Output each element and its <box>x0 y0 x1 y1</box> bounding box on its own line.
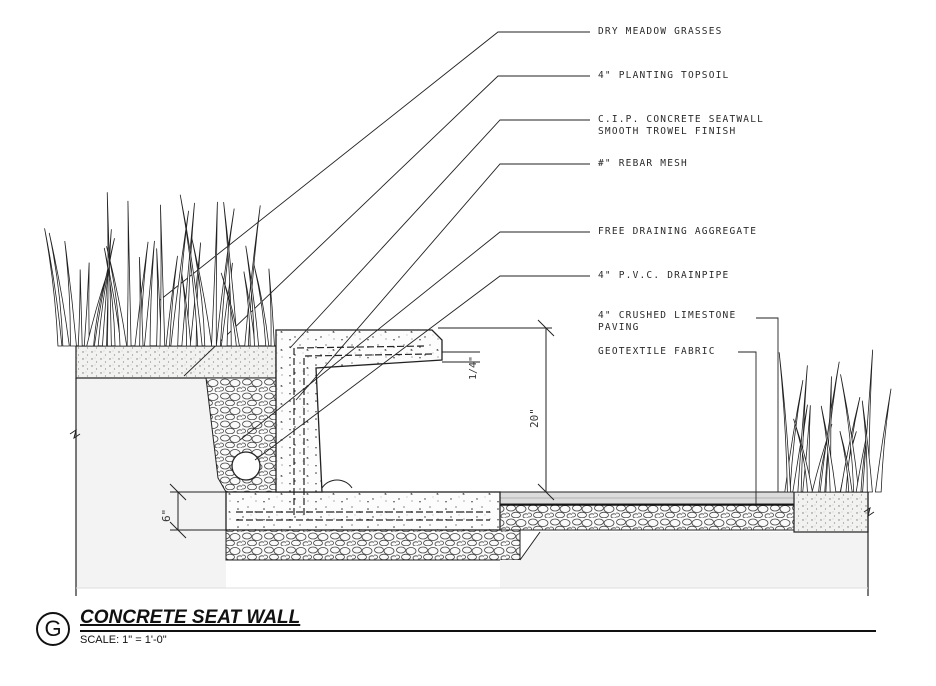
callout-seatwall-line1: C.I.P. CONCRETE SEATWALL <box>598 114 765 125</box>
concrete-seatwall <box>275 329 443 493</box>
grass-blade <box>268 268 275 347</box>
grass-blade <box>215 208 235 347</box>
title-underline <box>80 630 876 632</box>
grass-blade <box>83 262 90 347</box>
grass-blade <box>839 431 853 493</box>
callout-topsoil: 4" PLANTING TOPSOIL <box>598 70 730 81</box>
grass-blade <box>48 232 70 347</box>
grass-blade <box>106 246 128 347</box>
grass-blade <box>77 269 83 347</box>
grass-blade <box>126 200 132 347</box>
callout-rebar: #" REBAR MESH <box>598 158 688 169</box>
callout-geotextile: GEOTEXTILE FABRIC <box>598 346 716 357</box>
callout-seatwall-line2: SMOOTH TROWEL FINISH <box>598 126 737 137</box>
grass-left <box>44 192 275 347</box>
grass-blade <box>861 400 873 493</box>
grass-blade <box>159 204 166 347</box>
callout-drainpipe: 4" P.V.C. DRAINPIPE <box>598 270 730 281</box>
callout-aggregate: FREE DRAINING AGGREGATE <box>598 226 758 237</box>
grass-blade <box>191 238 213 347</box>
scale-note: SCALE: 1" = 1'-0" <box>80 634 167 646</box>
grass-blade <box>245 245 260 347</box>
grass-blade <box>106 192 112 347</box>
paving-base <box>499 503 795 531</box>
leader-lines <box>159 31 779 505</box>
callout-grasses: DRY MEADOW GRASSES <box>598 26 723 37</box>
dimension-lines <box>169 319 555 539</box>
right-topsoil <box>793 491 869 533</box>
drainpipe <box>231 451 261 481</box>
left-topsoil <box>75 345 277 379</box>
grass-blade <box>874 388 892 493</box>
grass-blade <box>181 273 192 347</box>
grass-blade <box>64 241 77 347</box>
grass-blade <box>44 228 63 347</box>
dimension-height: 20" <box>528 408 541 428</box>
grass-blade <box>793 418 813 493</box>
rebar-mesh <box>236 345 490 521</box>
grass-blade <box>165 255 178 347</box>
detail-title: CONCRETE SEAT WALL <box>80 607 301 628</box>
grass-blade <box>138 256 144 347</box>
grass-blade <box>797 365 808 493</box>
grass-blade <box>243 271 256 347</box>
detail-marker: G <box>36 612 70 646</box>
grass-blade <box>103 247 122 347</box>
grass-blade <box>220 272 240 347</box>
right-subgrade <box>500 532 868 588</box>
grass-blade <box>170 210 189 347</box>
title-block: G CONCRETE SEAT WALL SCALE: 1" = 1'-0" <box>36 606 876 656</box>
concrete-footing <box>225 491 501 531</box>
grass-blade <box>778 352 792 493</box>
grass-blade <box>211 201 218 347</box>
left-subgrade <box>76 378 226 588</box>
grass-blade <box>179 194 203 347</box>
grass-blade <box>253 264 270 347</box>
grass-blade <box>93 238 115 347</box>
grass-blade <box>820 405 837 493</box>
callout-limestone-line1: 4" CRUSHED LIMESTONE <box>598 310 737 321</box>
dimension-footing: 6" <box>160 508 173 522</box>
callout-limestone-line2: PAVING <box>598 322 640 333</box>
dimension-cap: 1/4" <box>468 355 479 380</box>
grass-right <box>778 349 892 493</box>
grass-blade <box>840 374 860 493</box>
grass-blade <box>143 240 155 347</box>
grass-blade <box>223 202 239 347</box>
